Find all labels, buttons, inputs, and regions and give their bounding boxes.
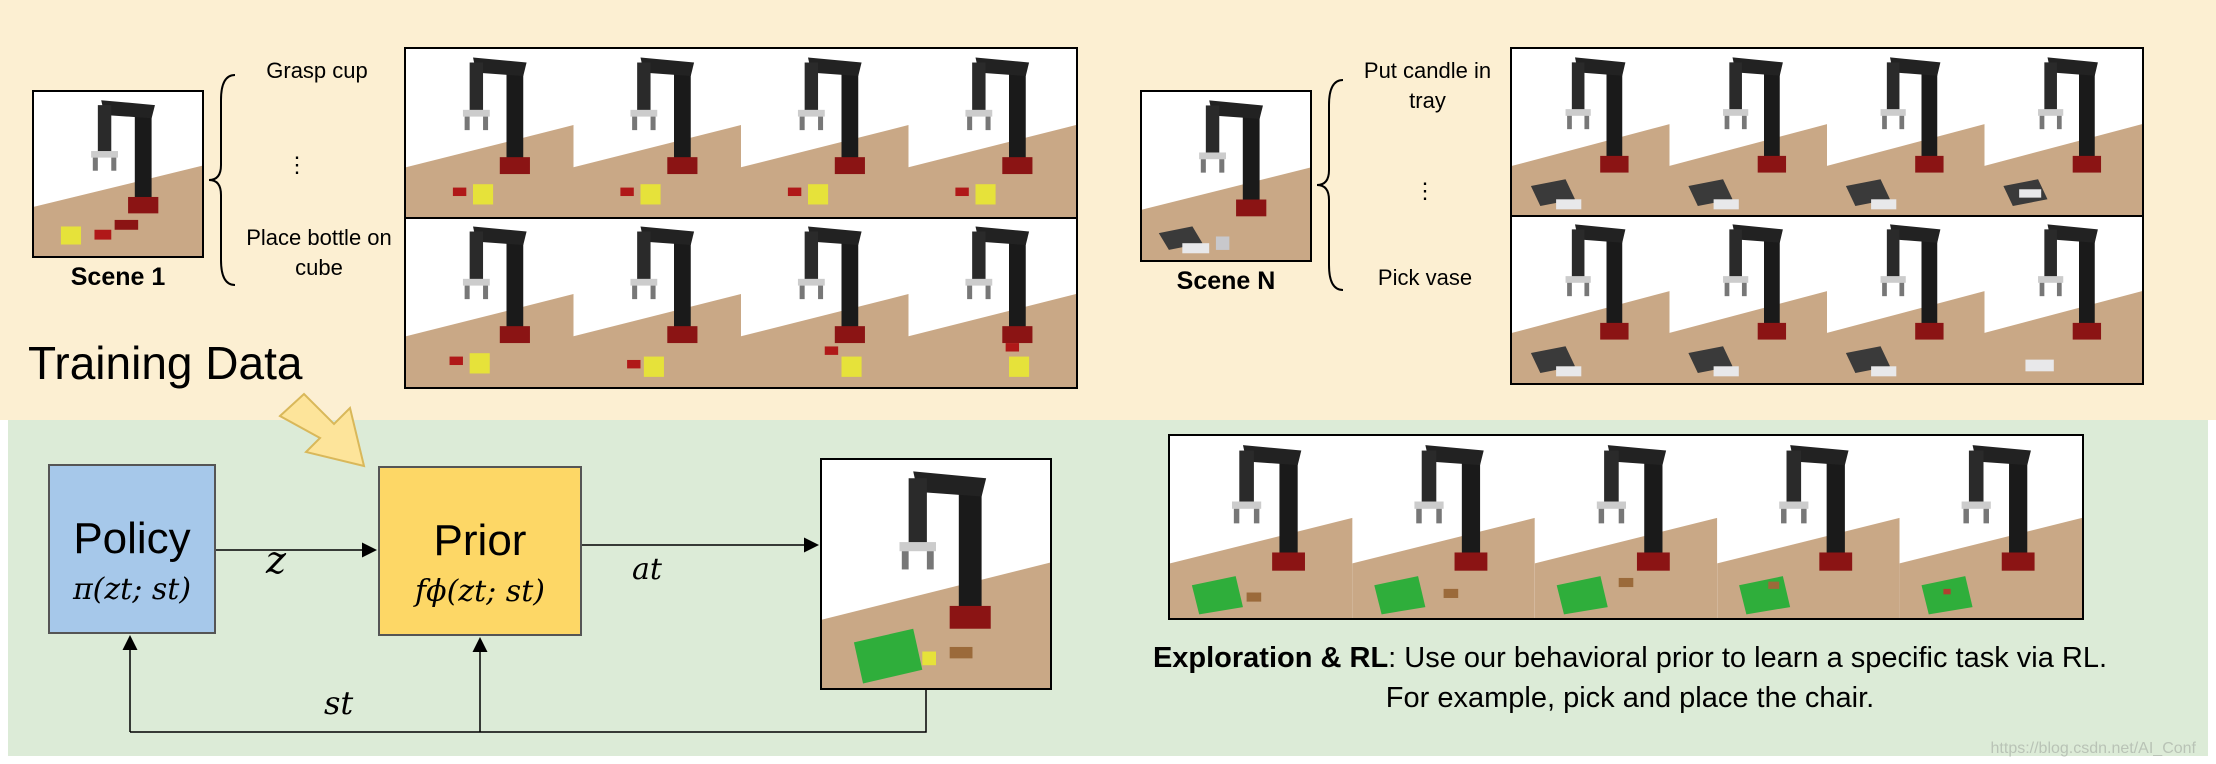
training-data-label: Training Data (28, 337, 303, 389)
scene-n-trajectories (1510, 47, 2144, 385)
scene-n-task-1: Put candle in tray (1363, 58, 1492, 113)
scene-1-image (32, 90, 204, 258)
caption-bold: Exploration & RL (1152, 642, 1389, 674)
scene-n-image (1140, 90, 1312, 262)
scene-n-task-2: Pick vase (1377, 265, 1473, 290)
prior-box: Prior fϕ(zt; st) (378, 466, 582, 636)
edge-label-z: z (266, 538, 287, 582)
policy-box: Policy π(zt; st) (48, 464, 216, 634)
scene-n-brace (1316, 79, 1344, 291)
prior-formula: fϕ(zt; st) (415, 574, 545, 609)
scene-1-task-ellipsis: ⋮ (286, 152, 308, 177)
watermark: https://blog.csdn.net/AI_Conf (1990, 740, 2196, 757)
scene-n-label: Scene N (1176, 267, 1276, 295)
caption-line-1: : Use our behavioral prior to learn a sp… (1388, 642, 2108, 674)
prior-title: Prior (433, 516, 527, 565)
edge-label-action: at (632, 552, 662, 587)
scene-1-task-1: Grasp cup (266, 58, 368, 83)
edge-label-state: st (324, 684, 354, 722)
scene-1-task-2: Place bottle on cube (246, 225, 392, 280)
environment-image (820, 458, 1052, 690)
policy-title: Policy (73, 514, 191, 563)
scene-n-task-ellipsis: ⋮ (1414, 178, 1436, 203)
caption-line-2: For example, pick and place the chair. (1385, 682, 1875, 714)
policy-formula: π(zt; st) (72, 572, 192, 607)
scene-1-trajectories (404, 47, 1078, 389)
exploration-trajectory (1168, 434, 2084, 620)
exploration-caption: Exploration & RL: Use our behavioral pri… (1060, 638, 2200, 718)
scene-1-label: Scene 1 (70, 263, 166, 291)
scene-1-brace (208, 74, 236, 286)
